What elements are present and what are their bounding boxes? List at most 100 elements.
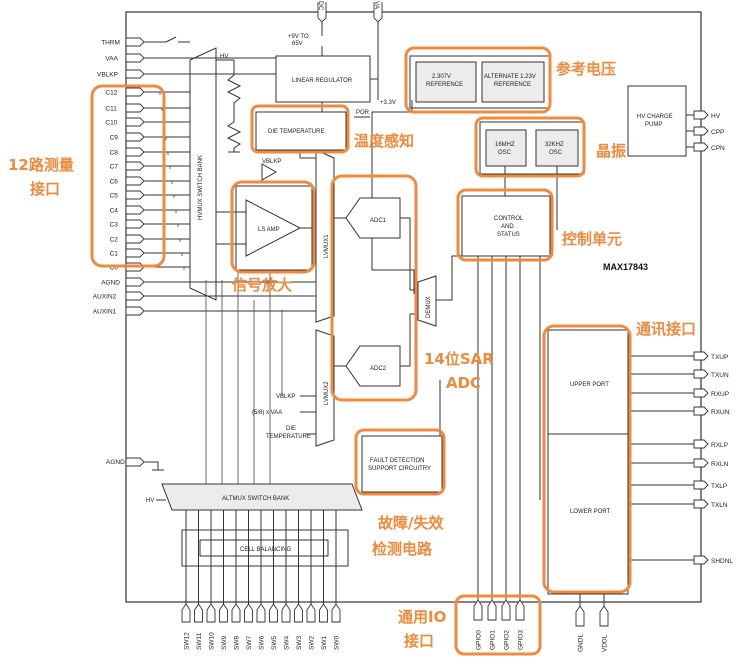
svg-text:C6: C6: [110, 179, 119, 186]
pin-gpio0: GPIO0: [473, 599, 483, 650]
altmux-label: ALTMUX SWITCH BANK: [222, 496, 289, 502]
fault-detection-block: [361, 435, 443, 493]
left-pin-vblkp: VBLKP: [97, 69, 276, 79]
lvmux2-in-vblkp: VBLKP: [276, 394, 295, 400]
pin-rxln: RXLN: [628, 458, 729, 468]
lvmux2: [315, 329, 335, 447]
hl-oscillator: [474, 116, 586, 178]
svg-text:AGND: AGND: [101, 280, 120, 287]
ref-2307-block: [415, 61, 477, 103]
svg-text:C2: C2: [110, 237, 119, 244]
hl-control: [456, 188, 554, 262]
hvmux-switch-bank: [189, 47, 217, 301]
control-label-3: STATUS: [497, 232, 520, 238]
ann-adc-1: 14位SAR: [424, 350, 494, 368]
svg-text:C10: C10: [105, 120, 117, 127]
left-pin-c8: C8: [110, 147, 190, 157]
cell-balancing-inner: [199, 539, 329, 557]
hl-measure: [90, 84, 166, 268]
cell-balancing-label: CELL BALANCING: [240, 547, 291, 553]
svg-text:SW12: SW12: [184, 632, 191, 650]
hv-pump-label-1: HV CHARGE: [637, 114, 673, 120]
pin-sw1: SW1: [319, 510, 328, 650]
svg-text:C4: C4: [110, 208, 119, 215]
ann-gpio-2: 接口: [404, 632, 434, 650]
pin-cpn: CPN: [711, 145, 725, 152]
pin-sw11: SW11: [194, 510, 203, 650]
por-label: POR: [356, 110, 370, 116]
svg-text:GPIO3: GPIO3: [518, 630, 525, 650]
svg-text:C1: C1: [110, 251, 119, 258]
demux: [417, 275, 437, 327]
svg-text:VA: VA: [373, 1, 380, 10]
pin-gpio1: GPIO1: [487, 599, 497, 650]
svg-text:C0: C0: [110, 265, 119, 272]
left-pin-c9: C9: [110, 132, 190, 142]
ls-amp-triangle: [245, 199, 302, 257]
lvmux2-in-die-2: TEMPERATURE: [266, 434, 311, 440]
lvmux1: [315, 149, 335, 323]
left-pin-auxin1: AUXIN1: [93, 306, 316, 316]
hl-die-temp: [250, 104, 350, 154]
hv-pump-label-2: PUMP: [645, 122, 662, 128]
svg-text:SW7: SW7: [246, 636, 253, 650]
shdnl-pin: SHDNL: [628, 555, 733, 565]
left-pin-c1: C1: [110, 248, 190, 258]
left-pin-c7: C7: [110, 161, 190, 171]
hl-fault: [354, 428, 446, 496]
left-pin-c11: C11: [105, 103, 190, 113]
svg-text:C12: C12: [105, 90, 117, 97]
ann-fault-1: 故障/失效: [378, 514, 444, 532]
svg-text:C9: C9: [110, 135, 119, 142]
osc-16mhz-label-2: OSC: [498, 150, 512, 156]
left-pin-c5: C5: [110, 190, 190, 200]
hv-bottom-label: HV: [146, 498, 154, 504]
pin-rxup: RXUP: [628, 388, 729, 398]
svg-text:RXUP: RXUP: [711, 391, 729, 398]
gpio-bus: [477, 256, 521, 600]
osc-32khz-label-1: 32KHZ: [545, 142, 564, 148]
pin-hv: HV: [711, 113, 721, 120]
reg-input-label-2: 65V: [292, 41, 303, 47]
control-label-1: CONTROL: [494, 216, 524, 222]
svg-text:SW11: SW11: [196, 632, 203, 650]
ann-temp: 温度感知: [354, 132, 414, 150]
pin-gpio2: GPIO2: [501, 599, 511, 650]
svg-text:C11: C11: [105, 106, 117, 113]
pin-txln: TXLN: [628, 499, 728, 509]
lvmux2-label: LVMUX2: [324, 381, 330, 405]
left-pin-vaa: VAA: [105, 53, 276, 63]
svg-text:SW1: SW1: [321, 636, 328, 650]
ref-2307-label-2: REFERENCE: [426, 82, 463, 88]
ann-control: 控制单元: [562, 230, 622, 248]
hl-comm: [542, 324, 632, 594]
linear-regulator-block: [275, 55, 371, 103]
ann-gpio-1: 通用IO: [398, 608, 446, 626]
svg-text:SW9: SW9: [221, 636, 228, 650]
ann-adc-2: ADC: [446, 374, 481, 392]
svg-text:TXLN: TXLN: [711, 502, 728, 509]
hvmux-label: HVMUX SWITCH BANK: [198, 155, 204, 220]
svg-text:GPIO1: GPIO1: [490, 630, 497, 650]
ann-amp: 信号放大: [232, 276, 292, 294]
svg-text:RXUN: RXUN: [711, 409, 730, 416]
pin-sw5: SW5: [269, 510, 278, 650]
left-pin-c3: C3: [110, 219, 190, 229]
svg-text:VDDL: VDDL: [602, 634, 609, 652]
left-pin-c10: C10: [105, 117, 190, 127]
ref-123-label-1: ALTERNATE 1.23V: [484, 74, 536, 80]
linear-regulator-label: LINEAR REGULATOR: [292, 78, 353, 84]
hl-gpio: [454, 594, 542, 656]
ann-comm: 通讯接口: [636, 320, 696, 338]
ann-fault-2: 检测电路: [372, 540, 433, 558]
chip-title: MAX17843: [603, 262, 648, 272]
svg-text:RXLN: RXLN: [711, 461, 729, 468]
pin-sw9: SW9: [219, 510, 228, 650]
pin-sw0: SW0: [331, 510, 341, 650]
pin-txun: TXUN: [628, 369, 729, 379]
left-pin-column: THRMVAAVBLKPC12C11C10C9C8C7C6C5C4C3C2C1C…: [93, 36, 316, 316]
svg-text:GPIO2: GPIO2: [504, 630, 511, 650]
